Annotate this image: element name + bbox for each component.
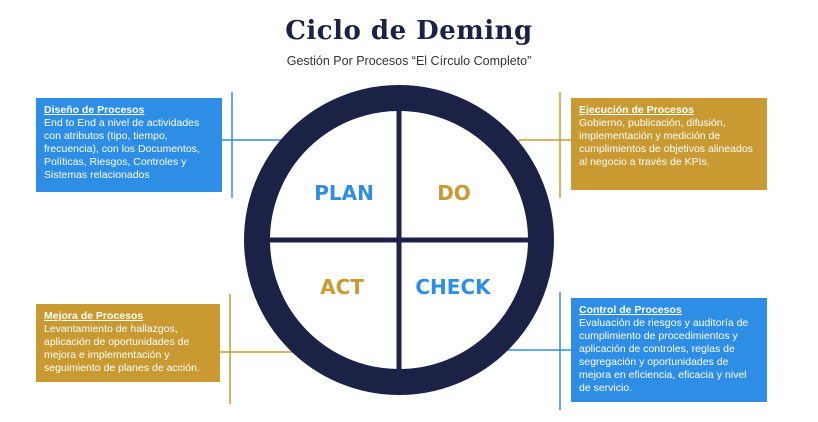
diagram-title: Ciclo de Deming xyxy=(285,16,533,46)
plan-box-body: End to End a nivel de actividades con at… xyxy=(44,117,200,181)
act-box-body: Levantamiento de hallazgos, aplicación d… xyxy=(44,323,200,374)
check-box-heading: Control de Procesos xyxy=(579,304,682,316)
do-box-body: Gobierno, publicación, difusión, impleme… xyxy=(579,117,753,168)
quadrant-plan-label: PLAN xyxy=(314,181,374,205)
plan-box-heading: Diseño de Procesos xyxy=(44,104,145,116)
do-box-heading: Ejecución de Procesos xyxy=(579,104,694,116)
quadrant-act-label: ACT xyxy=(320,275,364,299)
diagram-subtitle: Gestión Por Procesos “El Círculo Complet… xyxy=(286,54,532,68)
act-box-heading: Mejora de Procesos xyxy=(44,310,144,322)
check-description-box: Control de Procesos Evaluación de riesgo… xyxy=(571,298,767,402)
act-description-box: Mejora de Procesos Levantamiento de hall… xyxy=(36,304,220,382)
plan-description-box: Diseño de Procesos End to End a nivel de… xyxy=(36,98,222,192)
quadrant-check-label: CHECK xyxy=(415,275,492,299)
check-box-body: Evaluación de riesgos y auditoría de cum… xyxy=(579,317,749,394)
quadrant-do-label: DO xyxy=(437,181,471,205)
do-description-box: Ejecución de Procesos Gobierno, publicac… xyxy=(571,98,767,190)
